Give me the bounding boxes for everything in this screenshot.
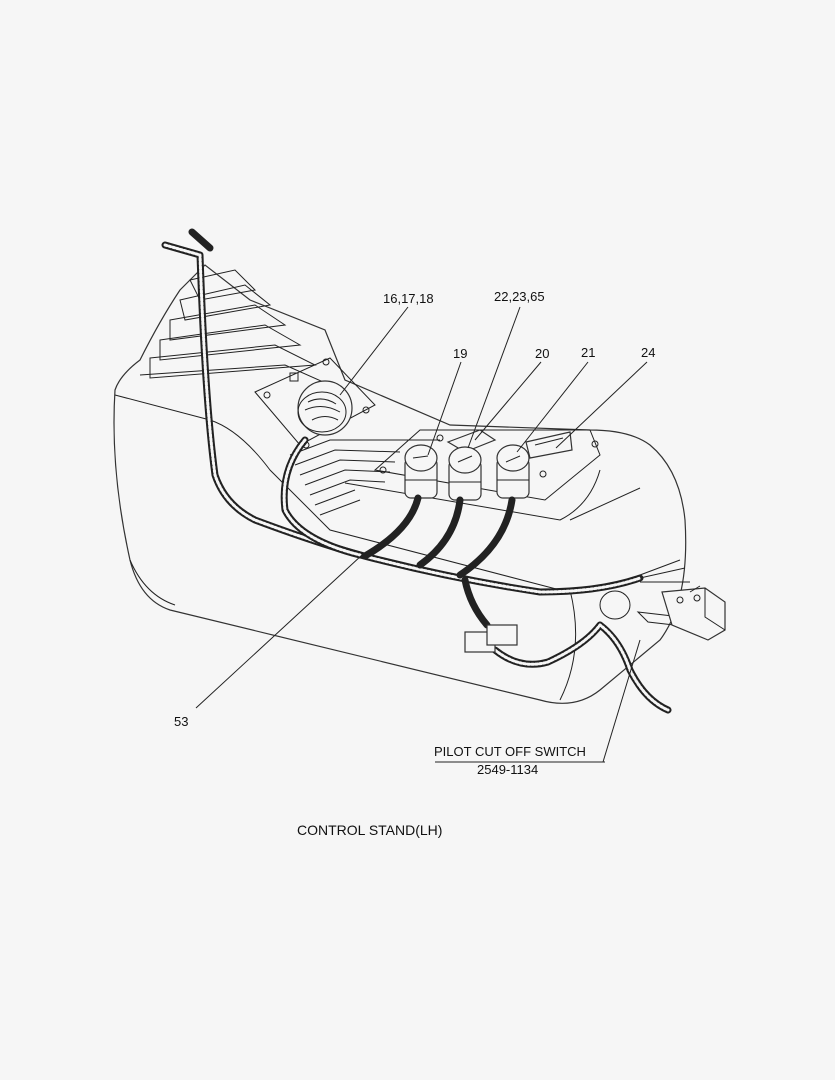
connectors (464, 590, 631, 653)
callout-labels: 16,17,18 22,23,65 19 20 21 24 53 PILOT C… (174, 289, 655, 838)
callout-19: 19 (453, 346, 467, 361)
top-plate (254, 357, 376, 449)
switch-name-label: PILOT CUT OFF SWITCH (434, 744, 586, 759)
wire-harness (161, 228, 690, 714)
knob-20 (448, 446, 482, 501)
knob-21 (496, 444, 530, 499)
leader-lines (195, 306, 648, 763)
callout-16-17-18: 16,17,18 (383, 291, 434, 306)
switch-part-number: 2549-1134 (477, 762, 538, 777)
callout-21: 21 (581, 345, 595, 360)
corrugated-section (289, 439, 440, 516)
pilot-cut-off-switch (636, 585, 726, 641)
diagram-caption: CONTROL STAND(LH) (297, 822, 442, 838)
callout-20: 20 (535, 346, 549, 361)
knob-switches (404, 444, 530, 501)
knob-19 (404, 444, 438, 499)
switch-panel (373, 429, 601, 501)
callout-53: 53 (174, 714, 188, 729)
callout-24: 24 (641, 345, 655, 360)
callout-22-23-65: 22,23,65 (494, 289, 545, 304)
